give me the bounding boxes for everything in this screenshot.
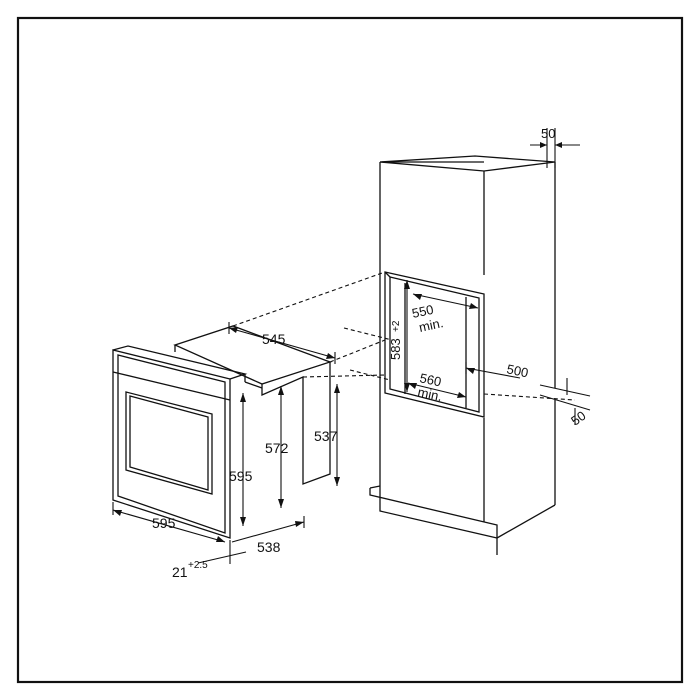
label-545: 545 xyxy=(262,331,286,347)
label-550: 550 xyxy=(411,302,435,321)
oven-window xyxy=(125,391,213,495)
label-21-tolerance: +2.5 xyxy=(188,560,208,571)
label-50-top: 50 xyxy=(541,126,555,141)
cabinet-niche xyxy=(384,271,485,418)
label-50-bottom: 50 xyxy=(568,408,588,429)
cabinet xyxy=(369,155,556,555)
oven-dimensions xyxy=(112,322,340,564)
label-550-min: min. xyxy=(418,315,445,335)
label-560: 560 xyxy=(418,370,442,389)
dimension-labels: 545 572 537 595 595 538 21 +2.5 583 +2 5… xyxy=(152,126,589,580)
diagram-frame xyxy=(16,16,684,684)
label-500: 500 xyxy=(505,361,529,380)
label-572: 572 xyxy=(265,440,289,456)
label-595-vertical: 595 xyxy=(229,468,253,484)
oven-body-side xyxy=(261,362,331,485)
oven-unit xyxy=(112,325,332,539)
label-583: 583 xyxy=(388,338,403,360)
label-21: 21 xyxy=(172,564,188,580)
label-537: 537 xyxy=(314,428,338,444)
label-583-tolerance: +2 xyxy=(391,320,402,332)
label-595-width: 595 xyxy=(152,515,176,531)
projection-lines xyxy=(232,271,576,401)
label-560-min: min. xyxy=(416,384,443,404)
label-538: 538 xyxy=(257,539,281,555)
cabinet-dimensions xyxy=(404,128,591,425)
oven-front-panel xyxy=(112,349,231,539)
